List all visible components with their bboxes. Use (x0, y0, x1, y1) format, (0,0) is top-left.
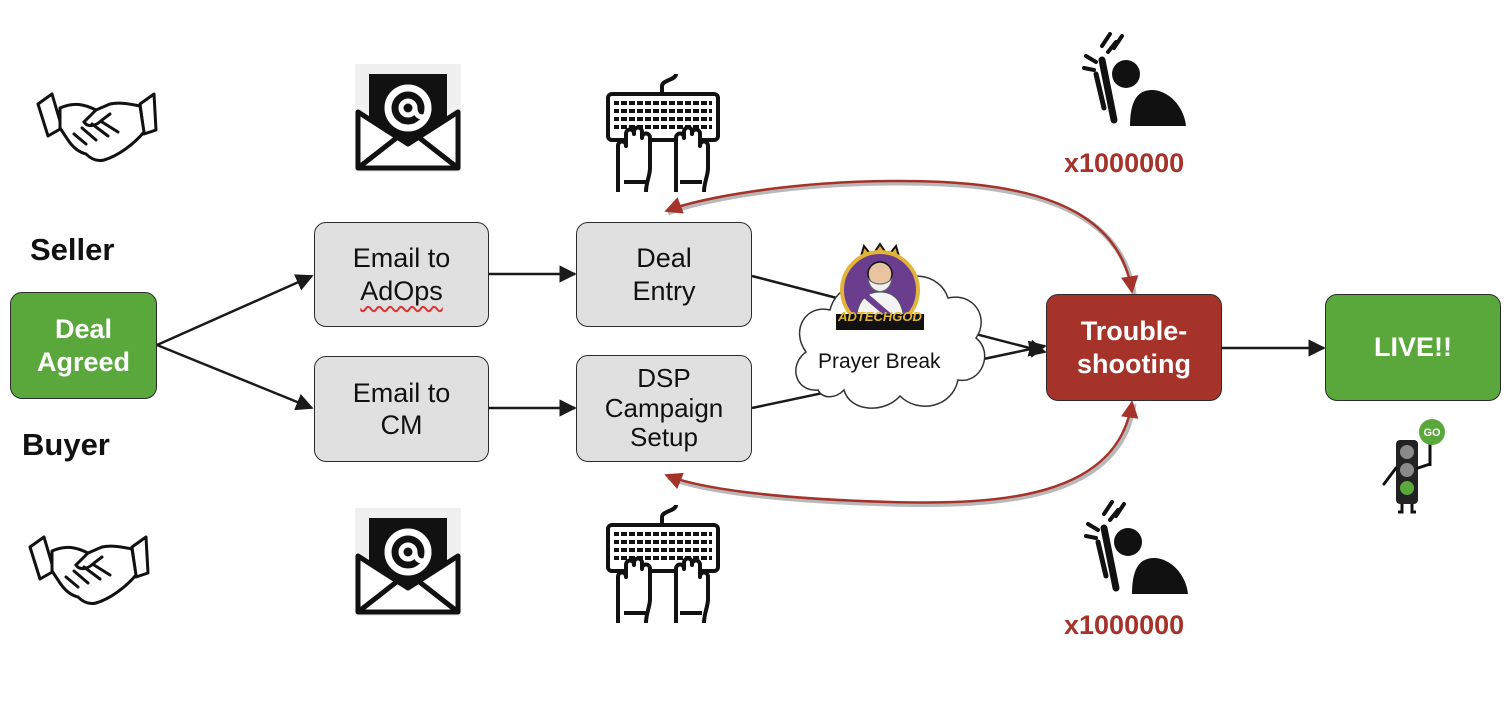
buyer-label: Buyer (22, 427, 110, 462)
frustration-icon-bottom (1086, 502, 1188, 594)
prayer-break-label: Prayer Break (818, 350, 941, 373)
adtech-god-icon (836, 242, 924, 330)
dsp-campaign-setup-box: DSP Campaign Setup (576, 355, 752, 462)
email-at-icon-top (355, 64, 461, 172)
feedback-loops (664, 179, 1139, 508)
handshake-icon-seller (36, 92, 158, 163)
feedback-arrow-bottom (664, 400, 1139, 504)
keyboard-typing-icon-top (606, 72, 720, 194)
retry-count-bottom: x1000000 (1064, 610, 1185, 640)
deal-agreed-box: Deal Agreed (10, 292, 157, 399)
adtech-god-badge-text: ADTECHGOD (837, 309, 922, 324)
seller-label: Seller (30, 232, 115, 267)
frustration-icon-top (1084, 34, 1186, 126)
retry-count-top: x1000000 (1064, 148, 1185, 178)
arrow-deal-to-email-cm (156, 343, 314, 411)
email-adops-line1: Email to (352, 243, 451, 274)
deal-entry-box: Deal Entry (576, 222, 752, 327)
handshake-icon-buyer (28, 535, 150, 606)
troubleshooting-box: Trouble- shooting (1046, 294, 1222, 401)
email-at-icon-bottom (355, 508, 461, 616)
email-cm-box: Email to CM (314, 356, 489, 462)
cloud-icon (795, 275, 986, 409)
keyboard-typing-icon-bottom (606, 503, 720, 625)
traffic-light-icon (1382, 419, 1445, 514)
live-box: LIVE!! (1325, 294, 1501, 401)
go-sign-label: GO (1423, 427, 1441, 439)
email-adops-line2: AdOps (360, 275, 443, 306)
arrow-deal-to-email-adops (156, 274, 314, 347)
feedback-arrow-top (664, 179, 1139, 294)
email-adops-box: Email to AdOps (314, 222, 489, 327)
